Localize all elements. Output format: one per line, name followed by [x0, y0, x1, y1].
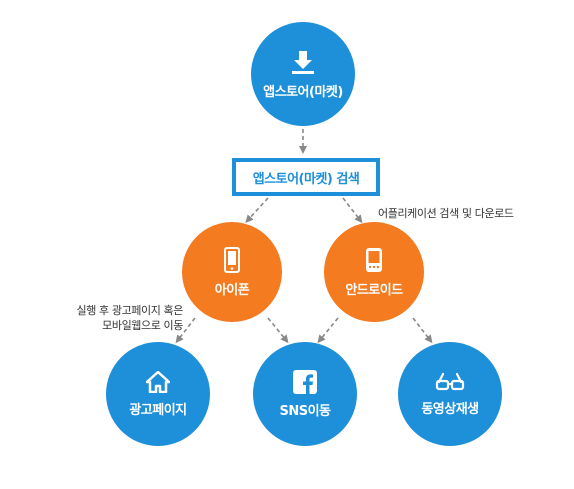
video-label: 동영상재생: [421, 401, 479, 417]
search-box-label: 앱스토어(마켓) 검색: [252, 171, 360, 187]
ad-page-node: 광고페이지: [106, 342, 210, 446]
iphone-label: 아이폰: [214, 282, 250, 298]
sns-node: SNS이동: [253, 342, 357, 446]
download-icon: [290, 49, 316, 75]
home-icon: [146, 370, 170, 393]
smartphone-icon: [224, 246, 240, 273]
android-label: 안드로이드: [345, 282, 403, 298]
arrow-search-to-android: [342, 197, 363, 224]
video-node: 동영상재생: [398, 342, 502, 446]
appstore-search-box: 앱스토어(마켓) 검색: [232, 158, 380, 196]
run-note-line2: 모바일웹으로 이동: [102, 319, 183, 332]
facebook-icon: [293, 369, 317, 394]
ad-page-label: 광고페이지: [129, 402, 187, 418]
download-note: 어플리케이션 검색 및 다운로드: [378, 207, 514, 220]
arrow-android-to-video: [412, 317, 433, 344]
arrow-search-to-iphone: [245, 197, 269, 223]
appstore-node: 앱스토어(마켓): [251, 22, 355, 126]
arrow-iphone-to-ad: [175, 317, 196, 344]
arrow-android-to-sns: [317, 317, 339, 344]
android-phone-icon: [365, 247, 383, 273]
run-note: 실행 후 광고페이지 혹은 모바일웹으로 이동: [28, 303, 184, 333]
appstore-label: 앱스토어(마켓): [263, 84, 343, 100]
iphone-node: 아이폰: [182, 222, 282, 322]
android-node: 안드로이드: [324, 222, 424, 322]
3d-glasses-icon: [435, 372, 465, 392]
arrow-iphone-to-sns: [267, 317, 289, 344]
sns-label: SNS이동: [279, 403, 331, 419]
run-note-line1: 실행 후 광고페이지 혹은: [76, 304, 184, 317]
